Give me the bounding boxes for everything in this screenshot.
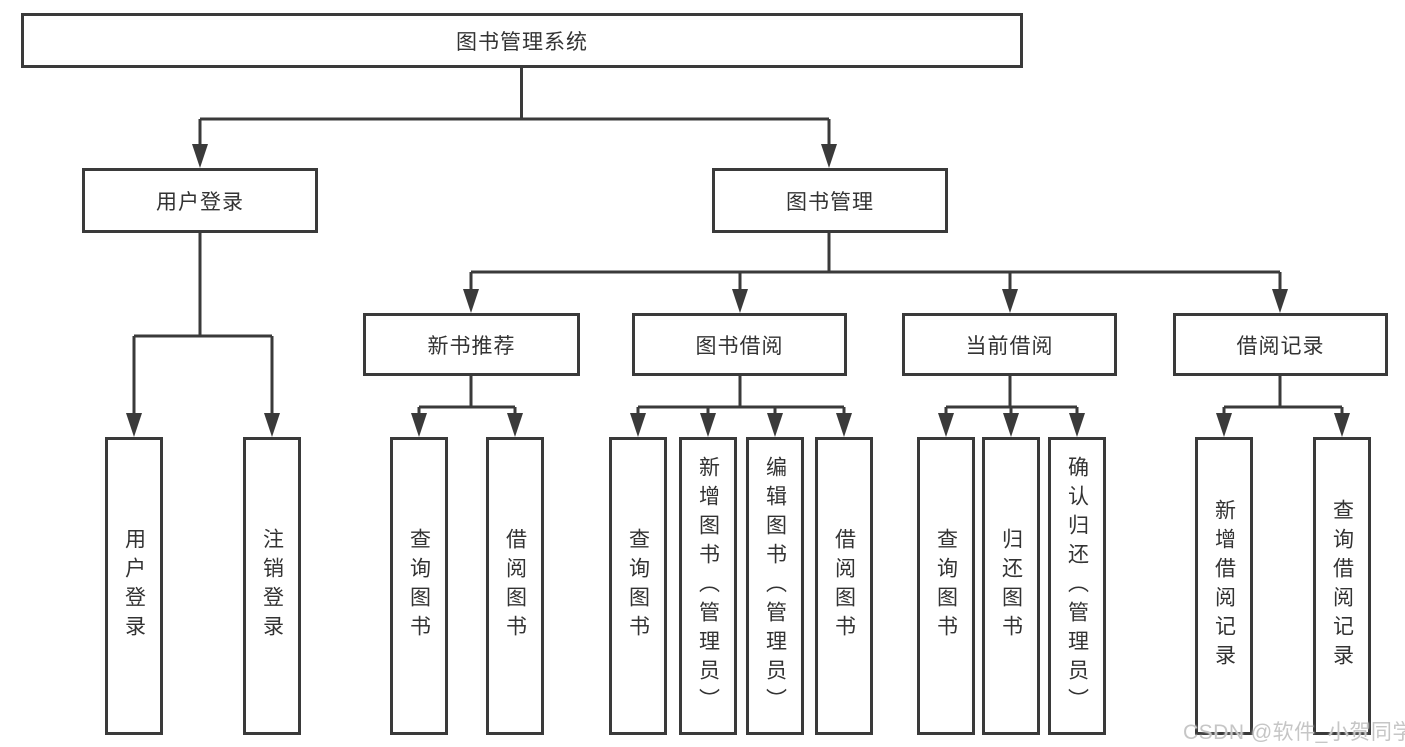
connector-root-branch: [198, 68, 831, 146]
arrow-down-icon: [767, 413, 783, 437]
arrow-down-icon: [630, 413, 646, 437]
connector-new-book-branch: [417, 376, 517, 415]
leaf-user-login-label: 用户登录: [122, 528, 146, 644]
arrow-down-icon: [507, 413, 523, 437]
arrow-down-icon: [192, 144, 208, 168]
node-user-login: 用户登录: [82, 168, 318, 233]
node-book-management: 图书管理: [712, 168, 948, 233]
connector-user-login-branch: [132, 233, 274, 415]
leaf-record-add-record: 新增借阅记录: [1195, 437, 1253, 735]
arrow-down-icon: [836, 413, 852, 437]
arrow-down-icon: [1003, 413, 1019, 437]
arrow-down-icon: [1069, 413, 1085, 437]
node-root: 图书管理系统: [21, 13, 1023, 68]
leaf-borrow-edit-book-admin: 编辑图书（管理员）: [746, 437, 804, 735]
arrow-down-icon: [700, 413, 716, 437]
arrow-down-icon: [126, 413, 142, 437]
csdn-watermark: CSDN @软件_小贺同学: [1183, 721, 1405, 744]
leaf-record-query-record: 查询借阅记录: [1313, 437, 1371, 735]
node-user-login-label: 用户登录: [156, 190, 244, 214]
leaf-new-query-book-label: 查询图书: [407, 528, 431, 644]
arrow-down-icon: [821, 144, 837, 168]
arrow-down-icon: [1216, 413, 1232, 437]
node-book-borrow: 图书借阅: [632, 313, 847, 376]
connector-current-borrow-branch: [944, 376, 1079, 415]
leaf-new-query-book: 查询图书: [390, 437, 448, 735]
connector-book-management-branch: [469, 233, 1282, 291]
node-root-label: 图书管理系统: [456, 30, 588, 54]
arrow-down-icon: [1272, 289, 1288, 313]
node-book-borrow-label: 图书借阅: [695, 334, 784, 358]
leaf-record-add-record-label: 新增借阅记录: [1212, 499, 1236, 673]
leaf-current-confirm-return-admin-label: 确认归还（管理员）: [1065, 455, 1089, 717]
node-current-borrow-label: 当前借阅: [965, 334, 1054, 358]
leaf-borrow-add-book-admin-label: 新增图书（管理员）: [696, 455, 720, 717]
leaf-logout: 注销登录: [243, 437, 301, 735]
node-borrow-record-label: 借阅记录: [1236, 334, 1325, 358]
connector-book-borrow-branch: [636, 376, 846, 415]
leaf-current-query-book: 查询图书: [917, 437, 975, 735]
leaf-new-borrow-book: 借阅图书: [486, 437, 544, 735]
leaf-record-query-record-label: 查询借阅记录: [1330, 499, 1354, 673]
leaf-borrow-query-book: 查询图书: [609, 437, 667, 735]
arrow-down-icon: [463, 289, 479, 313]
leaf-borrow-query-book-label: 查询图书: [626, 528, 650, 644]
arrow-down-icon: [411, 413, 427, 437]
arrowheads: [126, 144, 1350, 437]
leaf-new-borrow-book-label: 借阅图书: [503, 528, 527, 644]
arrow-down-icon: [732, 289, 748, 313]
leaf-current-return-book-label: 归还图书: [999, 528, 1023, 644]
node-current-borrow: 当前借阅: [902, 313, 1117, 376]
leaf-current-return-book: 归还图书: [982, 437, 1040, 735]
leaf-borrow-add-book-admin: 新增图书（管理员）: [679, 437, 737, 735]
arrow-down-icon: [938, 413, 954, 437]
leaf-borrow-borrow-book-label: 借阅图书: [832, 528, 856, 644]
leaf-user-login: 用户登录: [105, 437, 163, 735]
arrow-down-icon: [264, 413, 280, 437]
node-book-management-label: 图书管理: [786, 190, 874, 214]
node-borrow-record: 借阅记录: [1173, 313, 1388, 376]
leaf-borrow-edit-book-admin-label: 编辑图书（管理员）: [763, 455, 787, 717]
arrow-down-icon: [1334, 413, 1350, 437]
node-new-book-recommend-label: 新书推荐: [427, 334, 516, 358]
arrow-down-icon: [1002, 289, 1018, 313]
leaf-current-query-book-label: 查询图书: [934, 528, 958, 644]
connector-borrow-record-branch: [1222, 376, 1344, 415]
leaf-current-confirm-return-admin: 确认归还（管理员）: [1048, 437, 1106, 735]
leaf-borrow-borrow-book: 借阅图书: [815, 437, 873, 735]
node-new-book-recommend: 新书推荐: [363, 313, 580, 376]
leaf-logout-label: 注销登录: [260, 528, 284, 644]
